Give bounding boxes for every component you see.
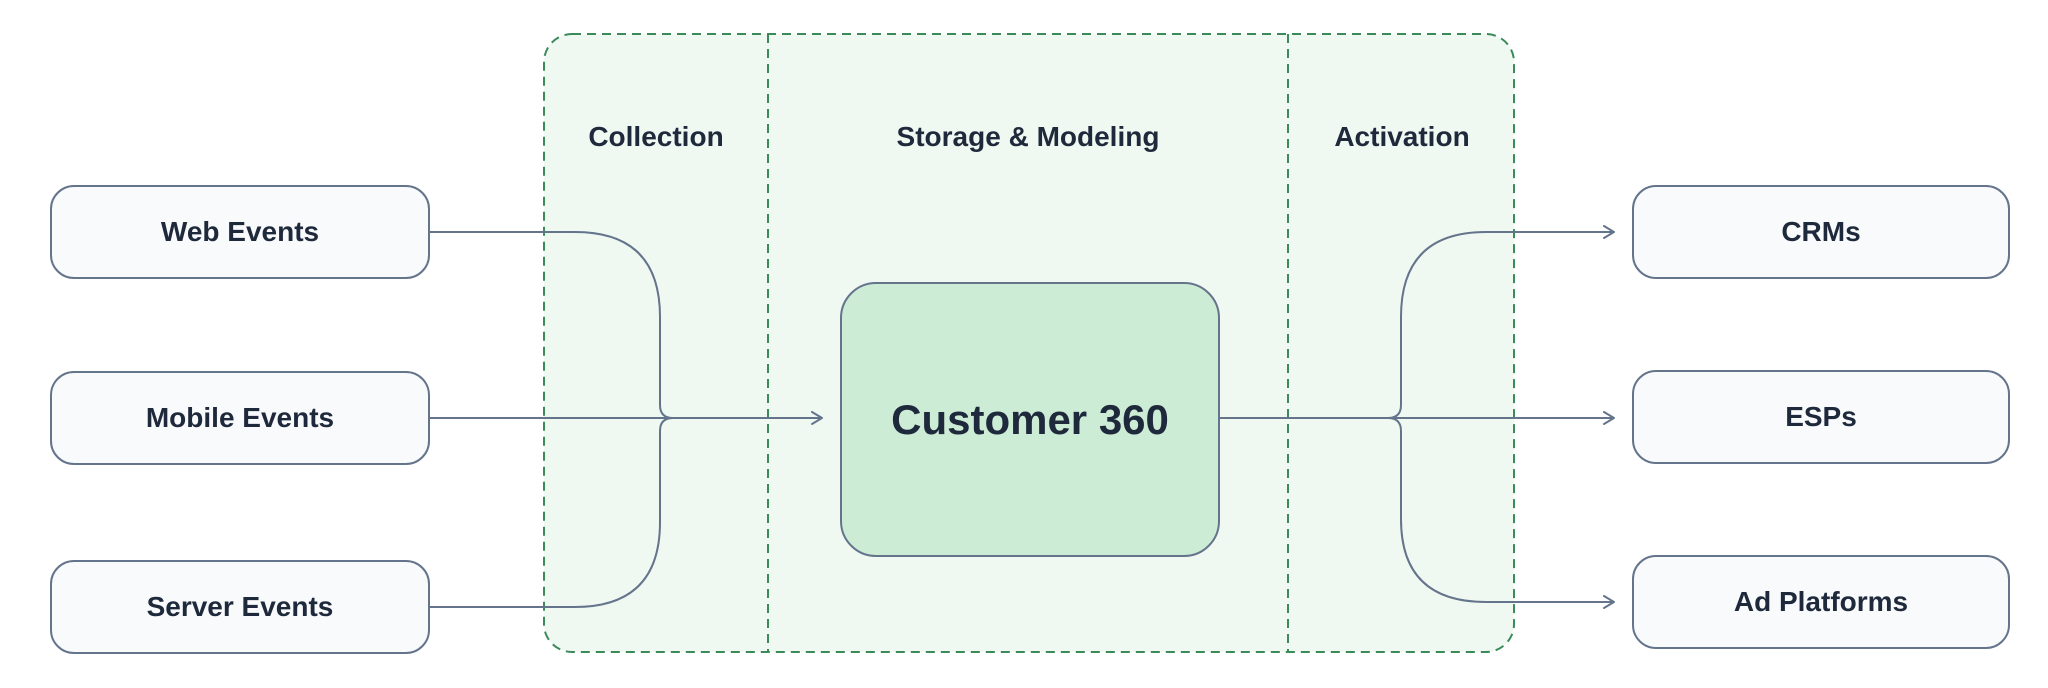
node-mobile-events: Mobile Events	[50, 371, 430, 465]
zone-label-collection: Collection	[588, 121, 724, 152]
node-ad-platforms: Ad Platforms	[1632, 555, 2010, 649]
node-crms: CRMs	[1632, 185, 2010, 279]
wire-server-events	[430, 417, 674, 608]
wires-group	[430, 225, 1615, 609]
wire-web-events	[430, 231, 674, 419]
zone-label-activation: Activation	[1334, 121, 1470, 152]
zone-label-storage-modeling: Storage & Modeling	[896, 121, 1160, 152]
node-server-events: Server Events	[50, 560, 430, 654]
node-web-events: Web Events	[50, 185, 430, 279]
node-esps: ESPs	[1632, 370, 2010, 464]
wire-hub-to-crms	[1387, 225, 1615, 419]
node-customer-360: Customer 360	[840, 282, 1220, 557]
wire-hub-to-ad-platforms	[1387, 417, 1615, 609]
